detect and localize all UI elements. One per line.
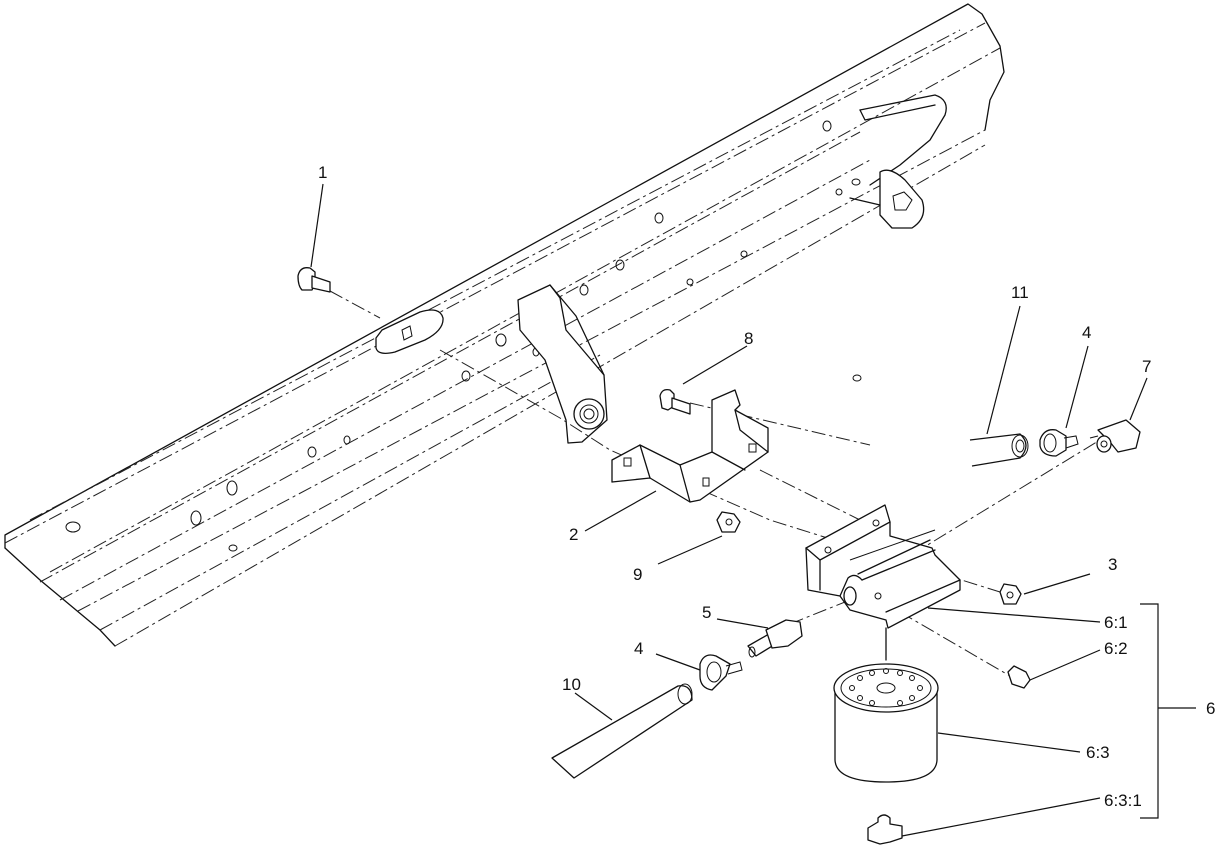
part-6-3-oil-filter [833, 627, 939, 783]
callout-10: 10 [562, 675, 581, 694]
part-3-nut [999, 583, 1022, 605]
callout-6-2: 6:2 [1104, 639, 1128, 658]
part-4-hose-clamp-upper [1039, 429, 1079, 457]
callout-2: 2 [569, 525, 578, 544]
callout-6: 6 [1206, 699, 1215, 718]
part-6-1-filter-mount [805, 504, 961, 629]
callout-3: 3 [1108, 555, 1117, 574]
leader-lines [310, 183, 1196, 837]
callout-11: 11 [1011, 283, 1029, 302]
part-5-hose-fitting [747, 619, 803, 658]
part-4-hose-clamp-lower [699, 654, 743, 691]
part-9-nut [716, 511, 741, 533]
callout-5: 5 [702, 603, 711, 622]
part-6-2-plug [1007, 665, 1031, 689]
part-8-carriage-bolt [659, 388, 691, 415]
callout-labels: 1 8 2 9 3 11 4 7 5 4 10 6:1 6:2 6:3 6:3:… [318, 163, 1215, 810]
callout-6-3-1: 6:3:1 [1104, 791, 1142, 810]
callout-6-3: 6:3 [1086, 743, 1110, 762]
callout-1: 1 [318, 163, 327, 182]
part-10-lower-hose [551, 683, 693, 779]
part-2-u-bracket [611, 389, 769, 503]
callout-9: 9 [633, 565, 642, 584]
frame-rail [4, 3, 1005, 647]
callout-8: 8 [744, 329, 753, 348]
part-6-3-1-drain-valve [867, 814, 903, 845]
part-7-elbow-fitting [1089, 419, 1141, 453]
callout-4-lower: 4 [634, 639, 643, 658]
callout-7: 7 [1142, 357, 1151, 376]
callout-4-upper: 4 [1082, 323, 1091, 342]
part-1-carriage-bolt [297, 267, 331, 293]
callout-6-1: 6:1 [1104, 613, 1128, 632]
part-11-upper-hose [969, 433, 1029, 467]
